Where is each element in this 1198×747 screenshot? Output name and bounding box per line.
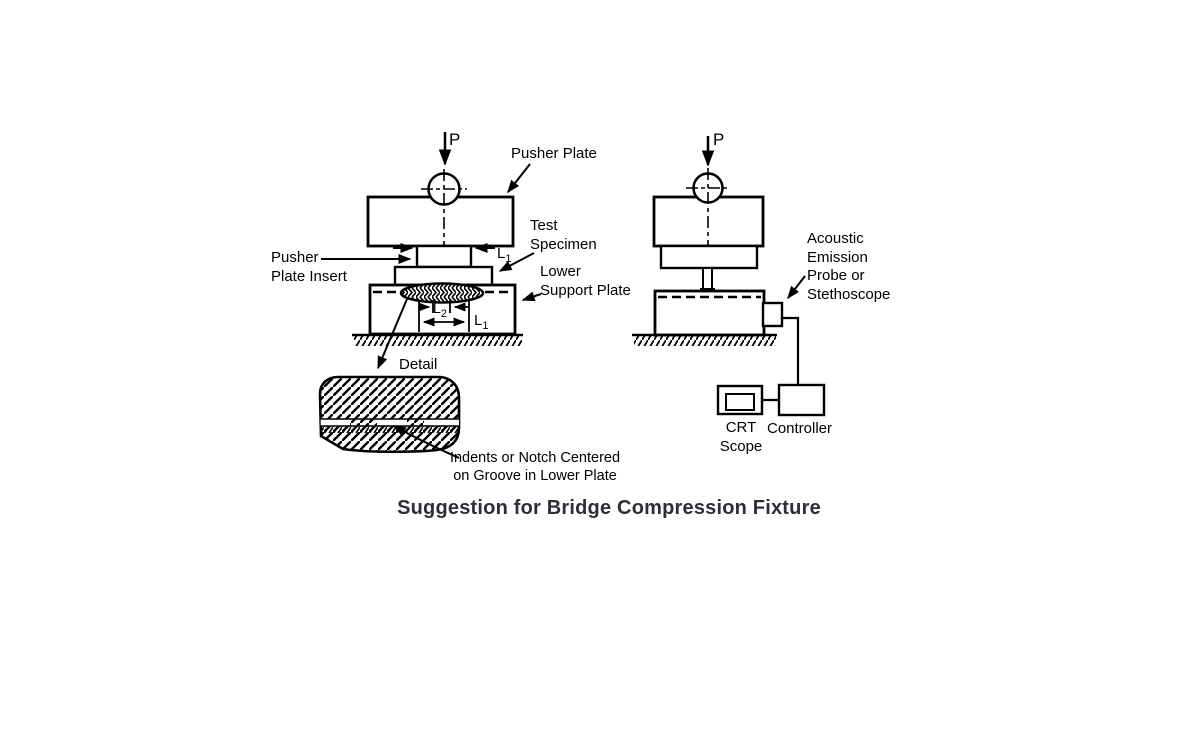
acoustic-probe-leader: [787, 275, 806, 300]
figure-title: Suggestion for Bridge Compression Fixtur…: [397, 497, 821, 519]
pusher-insert-line2: Plate Insert: [271, 268, 347, 285]
indents-line1: Indents or Notch Centered: [449, 450, 621, 466]
right-fixture: [632, 136, 826, 417]
groove-bridge-1: [350, 418, 377, 427]
left-load-label: P: [449, 130, 461, 149]
left-ground-hatch: [354, 336, 522, 346]
acoustic-probe-box: [761, 301, 784, 328]
indents-line2: on Groove in Lower Plate: [453, 467, 617, 484]
acoustic-line3: Probe or: [807, 267, 865, 284]
detail-view: [318, 375, 461, 459]
test-specimen-leader: [498, 252, 535, 272]
right-ground-hatch: [634, 336, 776, 346]
pusher-plate-label: Pusher Plate: [511, 145, 597, 162]
crt-line2: Scope: [719, 437, 763, 455]
crt-scope-screen: [725, 393, 755, 411]
detail-groove-band: [320, 418, 459, 433]
controller-box: [777, 383, 826, 417]
lower-support-line1: Lower: [540, 263, 581, 280]
acoustic-line4: Stethoscope: [807, 285, 891, 303]
pusher-plate-leader: [507, 163, 531, 194]
detail-label: Detail: [399, 356, 438, 373]
detail-blob-outline: [318, 375, 461, 454]
right-pusher-insert: [659, 244, 759, 270]
dim-l1-upper-label: L1: [497, 245, 512, 265]
dim-l1-lower-label: L1: [474, 312, 489, 332]
detail-leader: [377, 298, 408, 370]
acoustic-line2: Emission: [807, 248, 868, 266]
specimen-lens-hatch: [399, 282, 485, 304]
probe-wire: [782, 316, 800, 385]
dense-hatch-strip: [320, 426, 459, 433]
test-specimen-line2: Specimen: [530, 236, 597, 253]
left-pusher-plate-insert: [415, 244, 473, 269]
lower-support-leader: [521, 291, 542, 302]
pusher-insert-line1: Pusher: [271, 249, 319, 266]
left-fixture: [321, 132, 542, 370]
right-load-label: P: [713, 130, 725, 149]
test-specimen-line1: Test: [530, 217, 558, 234]
dim-l2-label: L2: [433, 300, 447, 320]
indents-leader: [392, 425, 460, 459]
lower-support-line2: Support Plate: [540, 282, 631, 299]
controller-label: Controller: [767, 420, 833, 437]
groove-bridge-2: [407, 418, 424, 427]
crt-line1: CRT: [725, 419, 757, 436]
acoustic-line1: Acoustic: [807, 230, 864, 247]
